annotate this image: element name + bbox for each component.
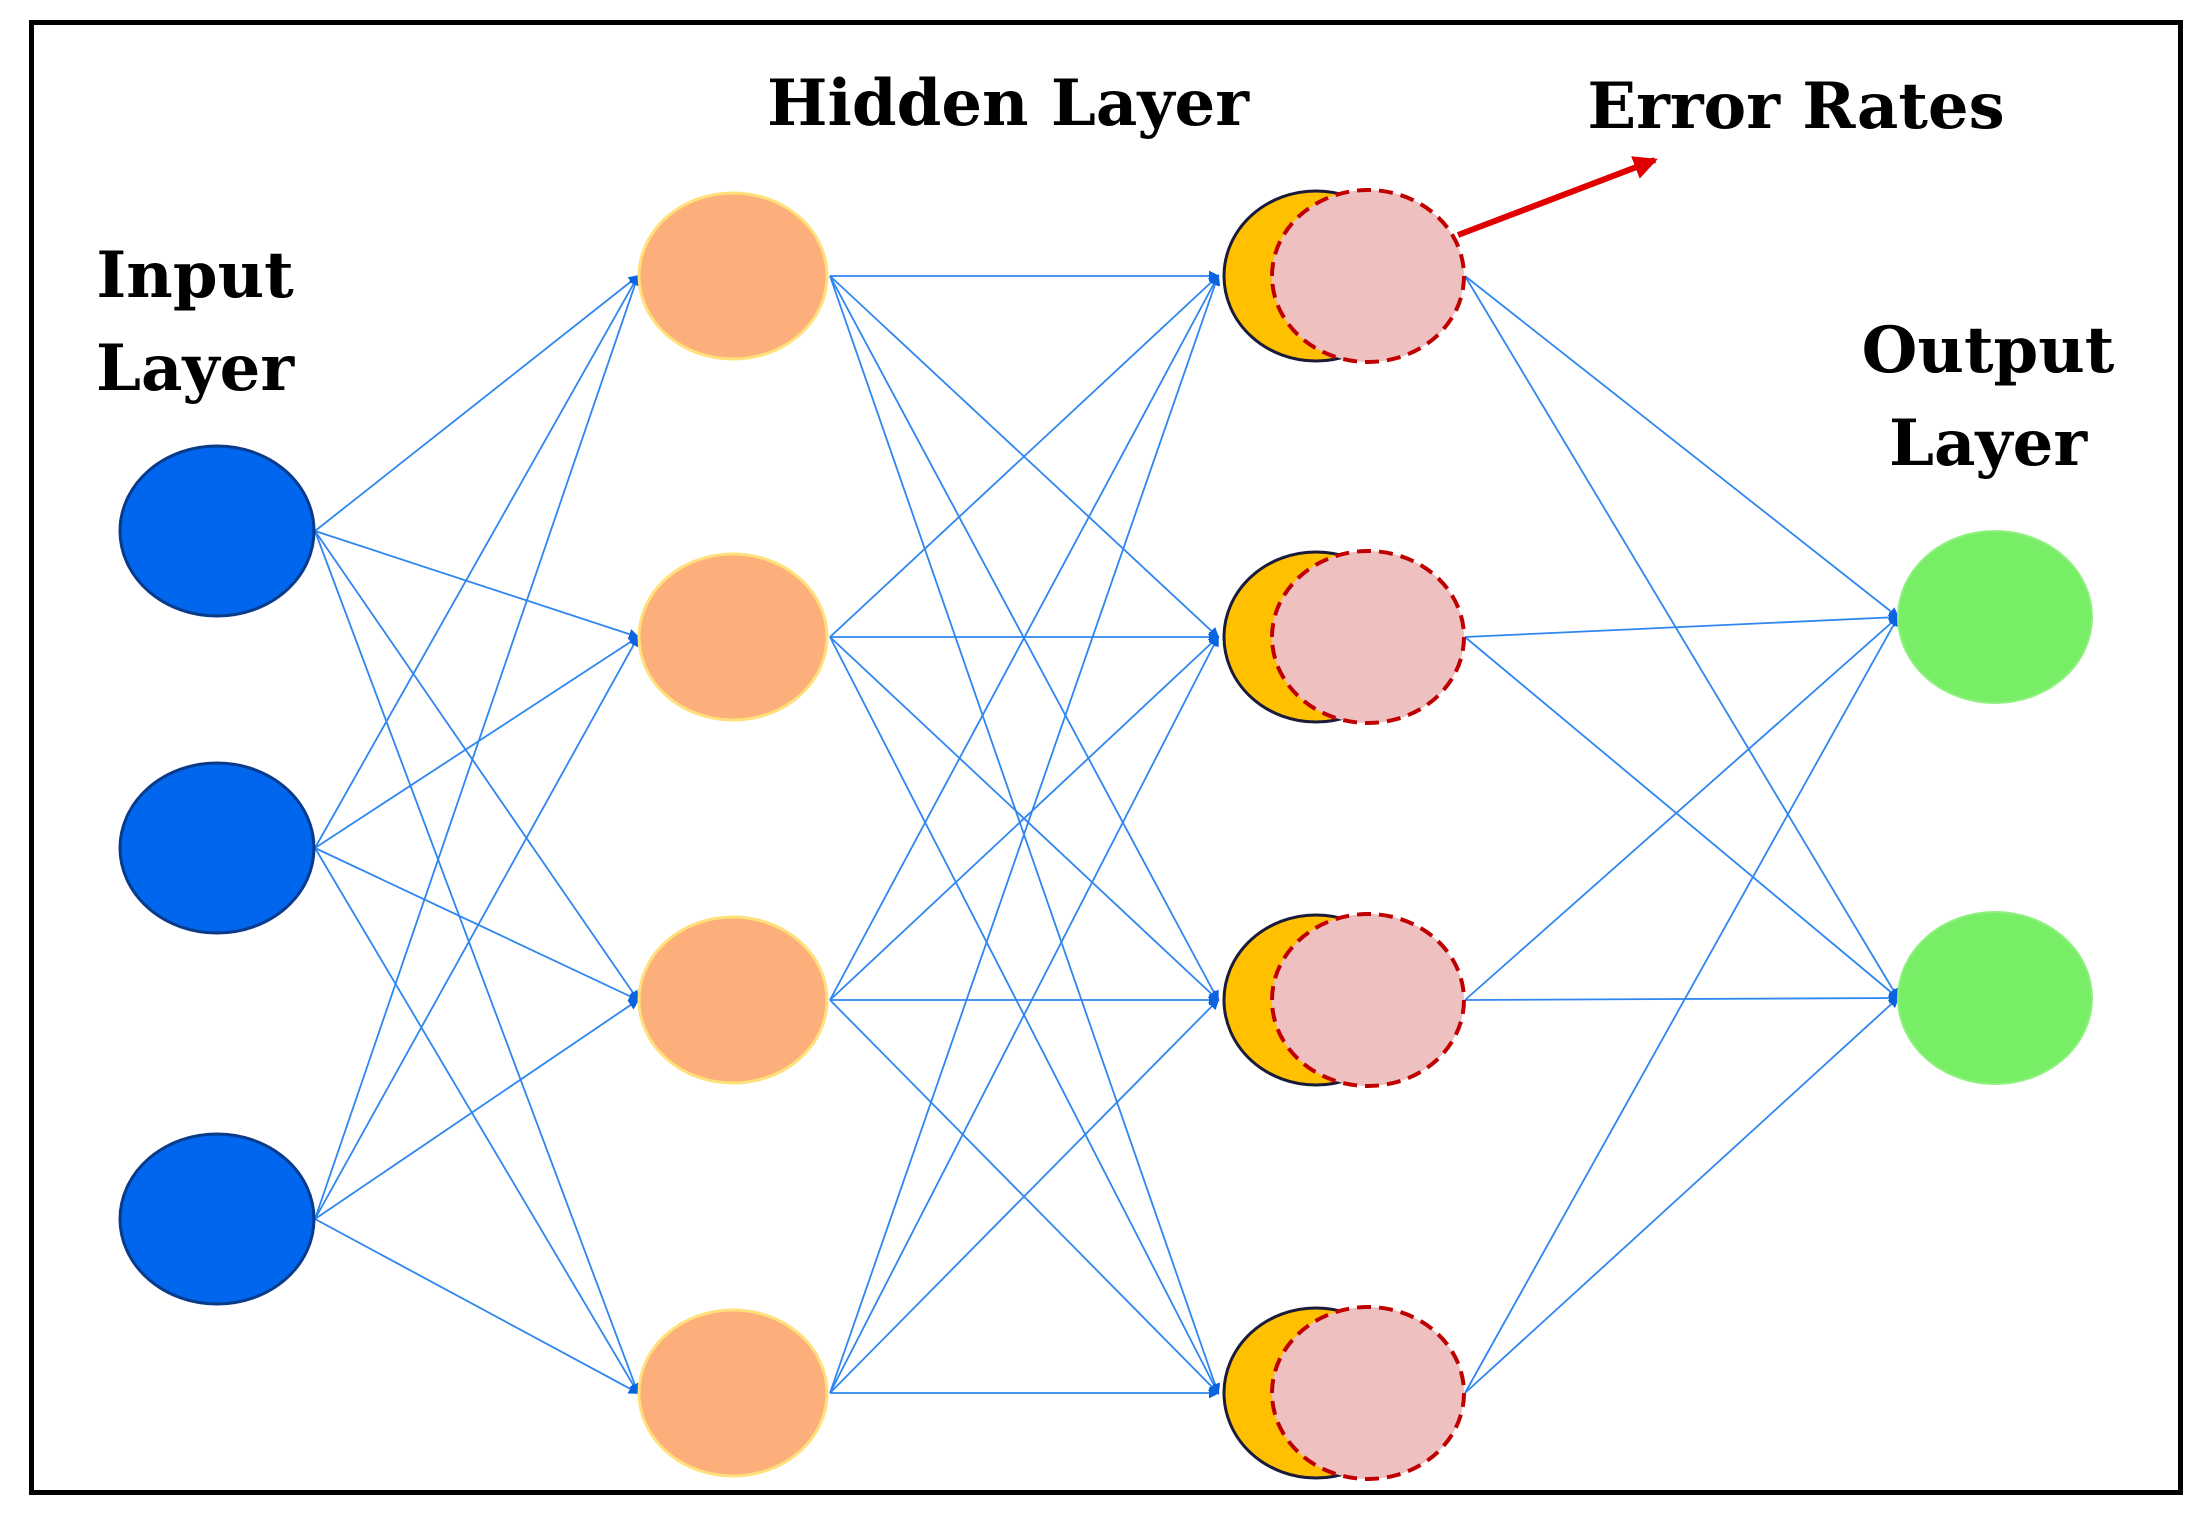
hidden2-node-4 [1222, 1305, 1466, 1481]
error-rates-label: Error Rates [1587, 69, 2004, 144]
hidden2-node-2-dropout [1270, 549, 1466, 725]
edge-h2-1-to-output1 [1464, 275, 1900, 619]
error-rates-arrow [1456, 156, 1658, 238]
edge-h1-3-to-h2-2 [829, 635, 1220, 1001]
edge-h2-4-to-output2 [1464, 996, 1900, 1394]
edge-input2-to-h1-2 [314, 636, 640, 849]
edge-h1-4-to-h2-1 [829, 274, 1221, 1394]
edge-h1-4-to-h2-3 [829, 998, 1220, 1394]
edge-input3-to-h1-3 [314, 998, 640, 1220]
hidden1-node-1 [637, 191, 829, 361]
output-node-2 [1897, 911, 2093, 1085]
edge-h2-4-to-output1 [1464, 615, 1899, 1394]
edge-h1-3-to-h2-1 [829, 274, 1219, 1001]
hidden2-node-1 [1222, 188, 1466, 364]
hidden1-node-3 [637, 915, 829, 1085]
diagram-frame [29, 20, 2183, 1495]
network-nodes [118, 188, 2093, 1481]
edge-input3-to-h1-2 [314, 635, 639, 1220]
edge-input1-to-h1-4 [314, 530, 640, 1395]
output-layer-label-line2: Layer [1889, 406, 2088, 481]
input-node-2 [118, 761, 316, 935]
hidden2-node-1-dropout [1270, 188, 1466, 364]
connection-edges [314, 270, 1900, 1399]
edge-h2-3-to-output1 [1464, 615, 1900, 1001]
edge-input1-to-h1-1 [314, 274, 640, 532]
edge-h2-2-to-output2 [1464, 636, 1900, 1000]
hidden2-node-2 [1222, 549, 1466, 725]
output-layer-label-line1: Output [1862, 313, 2115, 388]
hidden2-node-3-dropout [1270, 912, 1466, 1088]
hidden1-node-4 [637, 1308, 829, 1478]
edge-input1-to-h1-2 [314, 530, 640, 640]
hidden-layer-label: Hidden Layer [767, 66, 1250, 141]
output-node-1 [1897, 530, 2093, 704]
edge-input3-to-h1-4 [314, 1218, 640, 1394]
edge-input3-to-h1-1 [314, 274, 641, 1220]
hidden1-node-2 [637, 552, 829, 722]
edge-h2-1-to-output2 [1464, 275, 1899, 1000]
edge-h2-2-to-output1 [1464, 612, 1900, 638]
edge-input1-to-h1-3 [314, 530, 640, 1002]
input-layer-label-line2: Layer [96, 331, 295, 406]
edge-input2-to-h1-3 [314, 847, 640, 1002]
edge-h2-3-to-output2 [1464, 992, 1900, 1004]
input-node-1 [118, 444, 316, 618]
edge-input2-to-h1-4 [314, 847, 639, 1395]
edge-input2-to-h1-1 [314, 274, 639, 849]
edge-h1-2-to-h2-1 [829, 274, 1220, 638]
input-node-3 [118, 1132, 316, 1306]
input-layer-label-line1: Input [96, 238, 294, 313]
hidden2-node-3 [1222, 912, 1466, 1088]
edge-h1-4-to-h2-2 [829, 635, 1219, 1394]
hidden2-node-4-dropout [1270, 1305, 1466, 1481]
